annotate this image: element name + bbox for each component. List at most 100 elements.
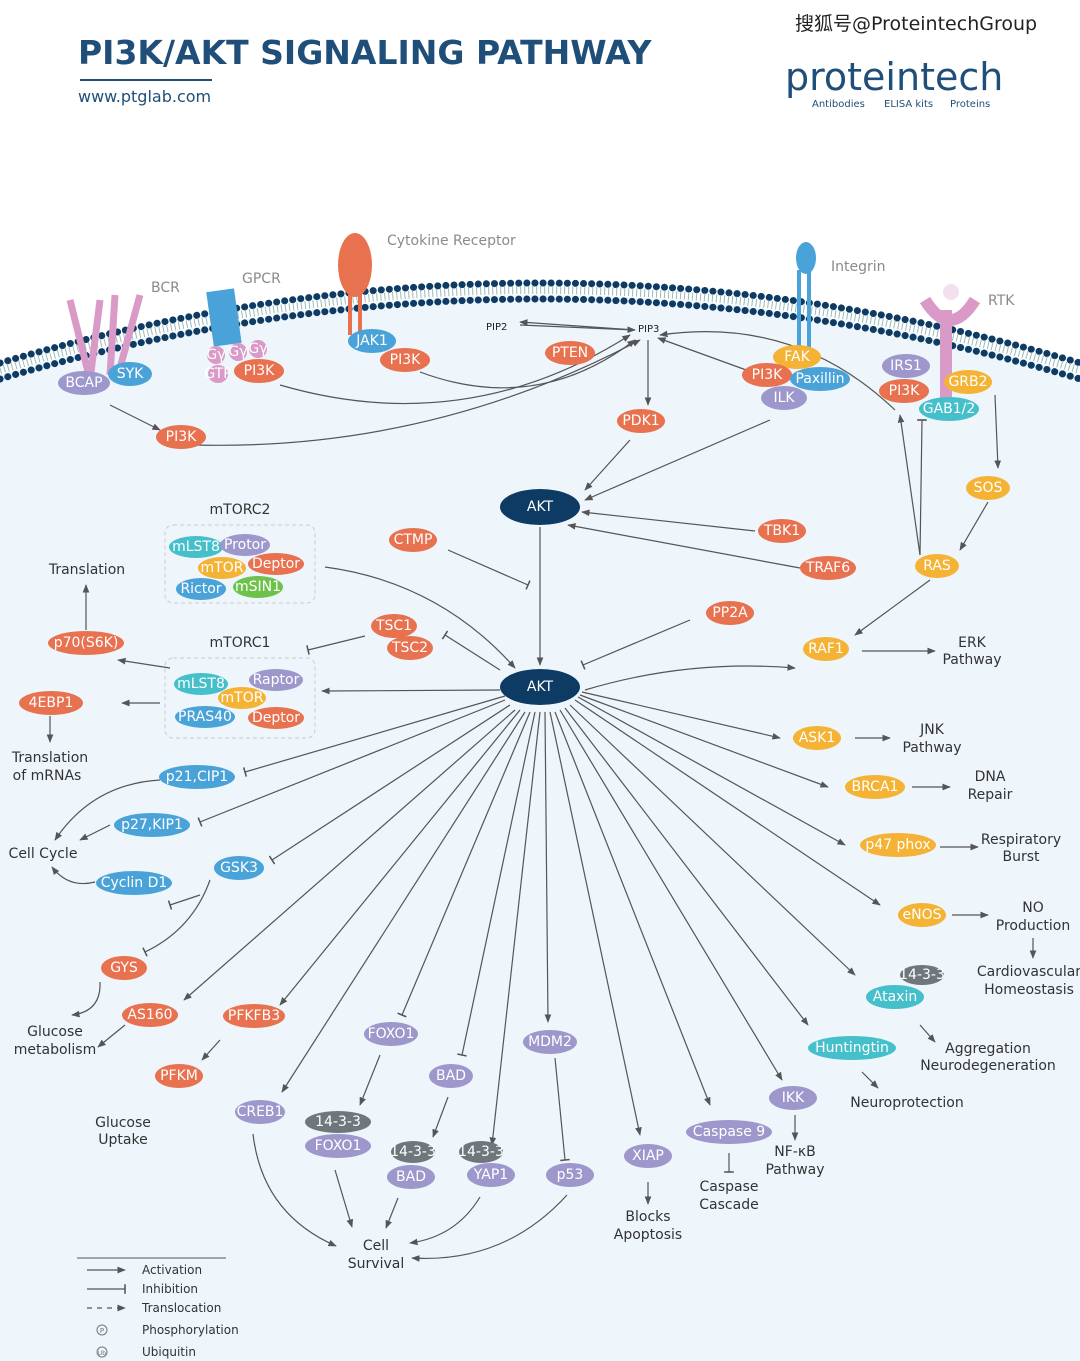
activation-edge: [194, 339, 641, 446]
node-shape: [249, 340, 267, 358]
node-pras40: PRAS40: [175, 706, 235, 728]
node-shape: [371, 614, 417, 638]
node-label: 14-3-3: [390, 1144, 436, 1160]
node-label: mTOR: [221, 690, 264, 706]
node-shape: [944, 370, 992, 394]
node-shape: [235, 1100, 285, 1124]
node-shape: [773, 345, 821, 369]
node-label: Raptor: [253, 672, 300, 688]
activation-edge: [409, 1196, 481, 1246]
node-label: 14-3-3: [899, 967, 945, 983]
node-label: mTOR: [201, 560, 244, 576]
node-pi3k: PI3K: [380, 348, 430, 372]
activation-edge: [579, 694, 829, 788]
node-shape: [96, 871, 172, 895]
node-label: Gγ: [228, 344, 247, 360]
node-shape: [234, 359, 284, 383]
outcome-no-production-2: Production: [996, 918, 1070, 934]
node-4ebp1: 4EBP1: [19, 691, 83, 715]
node-p21-cip1: p21,CIP1: [159, 765, 235, 789]
node-shape: [176, 578, 226, 600]
label-pip2: PIP2: [486, 322, 507, 333]
website-link[interactable]: www.ptglab.com: [78, 87, 211, 106]
node-p70-s6k: p70(S6K): [48, 631, 124, 655]
activation-edge: [279, 709, 521, 1006]
node-label: PTEN: [552, 345, 588, 361]
label-mtorc2: mTORC2: [210, 502, 271, 518]
inhibition-edge: [554, 1057, 570, 1162]
activation-edge: [959, 501, 989, 551]
node-14-3-3: 14-3-3: [305, 1111, 371, 1133]
activation-edge: [419, 339, 636, 389]
activation-edge: [324, 566, 516, 669]
activation-edge: [897, 414, 921, 556]
node-shape: [769, 1086, 817, 1110]
node-shape: [114, 813, 190, 837]
activation-edge: [657, 337, 761, 376]
node-shape: [866, 985, 924, 1009]
node-raptor: Raptor: [249, 669, 303, 691]
inhibition-edge: [306, 635, 366, 655]
node-ilk: ILK: [761, 386, 807, 410]
node-shape: [545, 341, 595, 365]
node-label: GTP: [204, 366, 231, 382]
activation-edge: [994, 394, 1002, 469]
node-shape: [898, 903, 946, 927]
node-shape: [174, 673, 228, 695]
logo-tagline-2: ELISA kits: [884, 99, 933, 110]
node-label: p70(S6K): [54, 635, 119, 651]
activation-edge: [252, 1133, 337, 1247]
node-deptor: Deptor: [248, 707, 304, 729]
node-mtor: mTOR: [198, 557, 246, 579]
activation-edge: [577, 696, 846, 846]
node-label: GYS: [110, 960, 138, 976]
node-shape: [387, 636, 433, 660]
node-shape: [500, 489, 580, 525]
node-label: PI3K: [390, 352, 421, 368]
node-caspase-9: Caspase 9: [686, 1120, 772, 1144]
node-g: Gγ: [206, 346, 226, 364]
node-shape: [808, 1036, 896, 1060]
outcome-no-production-1: NO: [1022, 900, 1044, 916]
node-label: mSIN1: [235, 579, 281, 595]
node-pi3k: PI3K: [879, 379, 929, 403]
node-label: p27,KIP1: [121, 817, 183, 833]
node-shape: [214, 856, 264, 880]
node-shape: [218, 687, 266, 709]
node-ikk: IKK: [769, 1086, 817, 1110]
node-label: Paxillin: [795, 371, 844, 387]
node-syk: SYK: [108, 362, 152, 386]
node-label: 14-3-3: [458, 1144, 504, 1160]
outcome-cardio-1: Cardiovascular: [977, 964, 1080, 980]
node-raf1: RAF1: [803, 637, 849, 661]
activation-edge: [567, 523, 801, 569]
legend-ubiquitin: Ubiquitin: [142, 1345, 196, 1359]
node-14-3-3: 14-3-3: [390, 1141, 436, 1163]
outcome-erk-1: ERK: [958, 635, 987, 651]
node-shape: [249, 669, 303, 691]
node-label: GAB1/2: [923, 401, 976, 417]
node-label: BAD: [396, 1169, 426, 1185]
node-shape: [758, 519, 806, 543]
node-traf6: TRAF6: [800, 556, 856, 580]
node-tsc2: TSC2: [387, 636, 433, 660]
node-shape: [155, 1064, 203, 1088]
node-protor: Protor: [220, 534, 270, 556]
node-brca1: BRCA1: [845, 775, 905, 799]
node-shape: [101, 956, 147, 980]
node-shape: [122, 1003, 178, 1027]
node-shape: [220, 534, 270, 556]
node-shape: [233, 576, 283, 598]
outcome-nfkb-2: Pathway: [765, 1162, 824, 1178]
node-label: Deptor: [252, 556, 300, 572]
node-ctmp: CTMP: [389, 528, 437, 552]
node-pi3k: PI3K: [156, 425, 206, 449]
watermark-text: 搜狐号@ProteintechGroup: [795, 13, 1037, 35]
activation-edge: [109, 404, 161, 431]
node-tsc1: TSC1: [371, 614, 417, 638]
node-label: Gγ: [248, 341, 267, 357]
node-as160: AS160: [122, 1003, 178, 1027]
node-shape: [380, 348, 430, 372]
node-shape: [915, 554, 959, 578]
outcome-cardio-2: Homeostasis: [984, 982, 1074, 998]
